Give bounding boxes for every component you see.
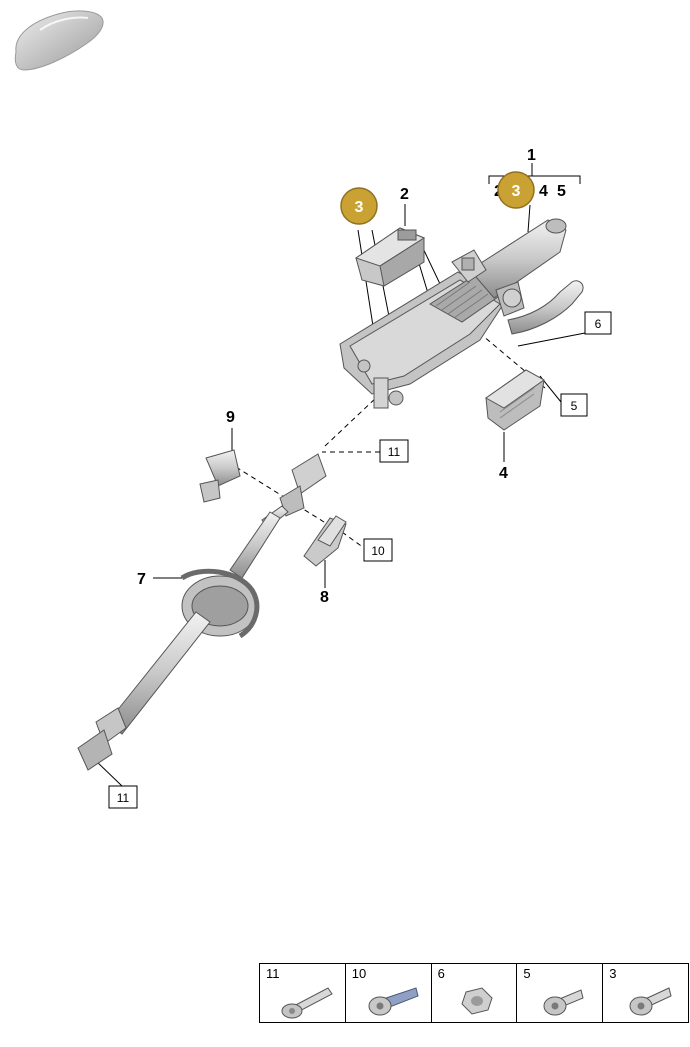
callout-4: 4 (499, 465, 508, 482)
hotspot-3-column[interactable]: 3 (497, 171, 535, 209)
boxed-callout-5-label: 5 (571, 399, 578, 413)
callout-9: 9 (226, 409, 235, 426)
part-number-3: 3 (609, 966, 617, 981)
callout-8: 8 (320, 589, 329, 606)
vehicle-thumbnail-icon (14, 10, 104, 71)
screw-short-icon (543, 989, 584, 1016)
hotspot-3-control-unit-label: 3 (355, 199, 364, 216)
boxed-callout-10-label: 10 (371, 544, 385, 558)
part-cell-3[interactable]: 3 (603, 964, 688, 1022)
bracket-part-8 (303, 515, 347, 567)
callout-7: 7 (137, 571, 146, 588)
boxed-callout-11-top[interactable]: 11 (379, 439, 409, 463)
control-module-part-4 (485, 369, 545, 431)
control-unit-part-2 (354, 227, 426, 287)
boxed-callout-10[interactable]: 10 (363, 538, 393, 562)
bushing-part-9 (199, 449, 241, 503)
part-number-5: 5 (523, 966, 531, 981)
hotspot-3-control-unit[interactable]: 3 (340, 187, 378, 225)
bolt-long-icon (281, 987, 333, 1019)
part-cell-5[interactable]: 5 (517, 964, 604, 1022)
boxed-callout-11-top-label: 11 (388, 445, 401, 459)
fastener-parts-strip: 11 10 6 5 3 (259, 963, 689, 1023)
part-cell-10[interactable]: 10 (346, 964, 432, 1022)
intermediate-shaft-part-7 (77, 453, 327, 771)
bracket-item-4: 4 (539, 183, 548, 200)
nut-icon (461, 987, 493, 1015)
part-number-11: 11 (266, 966, 280, 981)
boxed-callout-5[interactable]: 5 (560, 393, 588, 417)
bracket-item-5: 5 (557, 183, 566, 200)
callout-2: 2 (400, 186, 409, 203)
part-cell-11[interactable]: 11 (260, 964, 346, 1022)
boxed-callout-6-label: 6 (595, 317, 602, 331)
part-number-10: 10 (351, 966, 367, 981)
steering-column-assembly (339, 218, 584, 409)
boxed-callout-6[interactable]: 6 (584, 311, 612, 335)
boxed-callout-11-bottom-label: 11 (117, 791, 130, 805)
part-number-6: 6 (437, 966, 445, 981)
boxed-callout-11-bottom[interactable]: 11 (108, 785, 138, 809)
screw-torx-icon (629, 987, 672, 1016)
callout-1: 1 (527, 147, 536, 164)
part-cell-6[interactable]: 6 (432, 964, 518, 1022)
hotspot-3-column-label: 3 (512, 183, 521, 200)
bolt-torx-icon (368, 987, 419, 1016)
